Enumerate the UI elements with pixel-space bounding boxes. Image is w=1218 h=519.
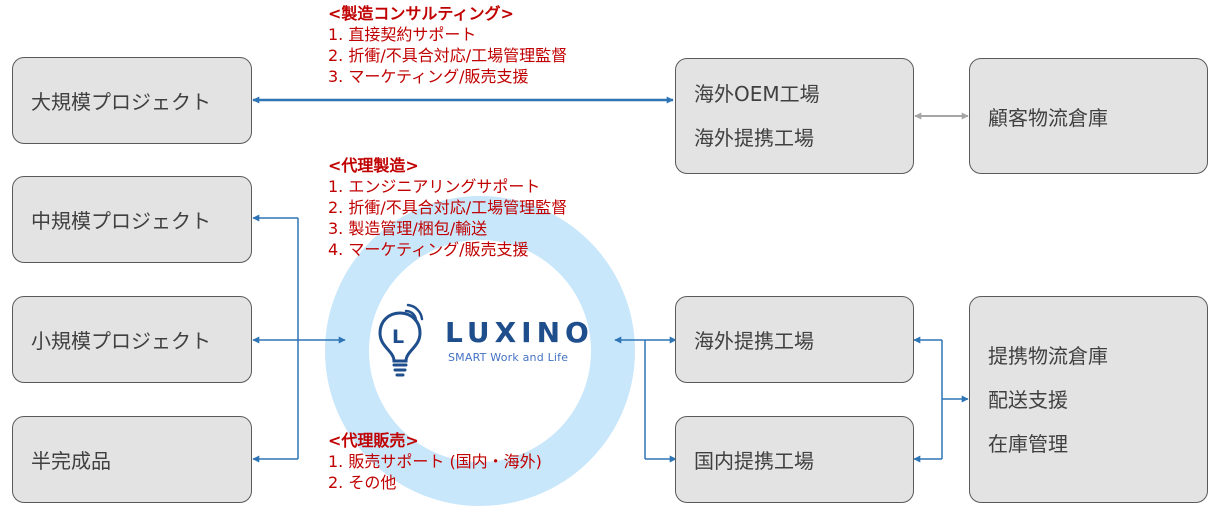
consulting-title: <製造コンサルティング> [328, 4, 514, 23]
medium-project-label: 中規模プロジェクト [31, 209, 211, 233]
luxino-logo: L LUXINO SMART Work and Life [372, 303, 589, 381]
overseas-oem-box: 海外OEM工場 海外提携工場 [675, 58, 914, 174]
small-project-box: 小規模プロジェクト [12, 296, 252, 383]
partner-warehouse-label: 提携物流倉庫 [988, 343, 1108, 368]
lightbulb-icon: L [378, 303, 424, 377]
consulting-item: 2. 折衝/不具合対応/工場管理監督 [328, 46, 568, 65]
luxino-to-client-connector [252, 214, 346, 463]
manufacturing-item: 3. 製造管理/梱包/輸送 [328, 219, 488, 238]
luxino-to-factory-connector [614, 336, 677, 463]
manufacturing-item: 2. 折衝/不具合対応/工場管理監督 [328, 198, 568, 217]
manufacturing-title: <代理製造> [328, 156, 419, 175]
manufacturing-item: 1. エンジニアリングサポート [328, 177, 541, 196]
consulting-list: 1. 直接契約サポート 2. 折衝/不具合対応/工場管理監督 3. マーケティン… [328, 24, 567, 87]
manufacturing-item: 4. マーケティング/販売支援 [328, 240, 529, 259]
overseas-partner-label: 海外提携工場 [694, 329, 814, 353]
overseas-oem-label: 海外OEM工場 [694, 82, 820, 106]
consulting-service-text: <製造コンサルティング> 1. 直接契約サポート 2. 折衝/不具合対応/工場管… [328, 3, 567, 87]
sales-agency-list: 1. 販売サポート (国内・海外) 2. その他 [328, 451, 542, 493]
logo-icon-letter: L [392, 326, 404, 348]
medium-project-box: 中規模プロジェクト [12, 176, 252, 263]
customer-warehouse-label: 顧客物流倉庫 [988, 105, 1108, 130]
consulting-item: 1. 直接契約サポート [328, 25, 477, 44]
manufacturing-service-text: <代理製造> 1. エンジニアリングサポート 2. 折衝/不具合対応/工場管理監… [328, 155, 567, 260]
delivery-support-label: 配送支援 [988, 387, 1068, 412]
large-project-label: 大規模プロジェクト [31, 90, 211, 114]
overseas-partner-box: 海外提携工場 [675, 296, 914, 383]
logo-wordmark: LUXINO [445, 316, 594, 349]
sales-agency-service-text: <代理販売> 1. 販売サポート (国内・海外) 2. その他 [328, 430, 542, 493]
semi-finished-label: 半完成品 [31, 449, 111, 473]
large-project-box: 大規模プロジェクト [12, 57, 252, 144]
sales-agency-item: 1. 販売サポート (国内・海外) [328, 452, 542, 471]
manufacturing-list: 1. エンジニアリングサポート 2. 折衝/不具合対応/工場管理監督 3. 製造… [328, 176, 567, 260]
semi-finished-box: 半完成品 [12, 416, 252, 503]
factory-to-logistics-connector [913, 336, 969, 463]
overseas-partner-label-top: 海外提携工場 [694, 126, 814, 150]
customer-warehouse-box: 顧客物流倉庫 [969, 58, 1208, 174]
consulting-item: 3. マーケティング/販売支援 [328, 67, 529, 86]
inventory-management-label: 在庫管理 [988, 431, 1068, 456]
small-project-label: 小規模プロジェクト [31, 329, 211, 353]
domestic-partner-label: 国内提携工場 [694, 449, 814, 473]
sales-agency-title: <代理販売> [328, 431, 419, 450]
sales-agency-item: 2. その他 [328, 473, 397, 492]
logistics-box: 提携物流倉庫 配送支援 在庫管理 [969, 296, 1208, 503]
logo-tagline: SMART Work and Life [448, 351, 569, 364]
domestic-partner-box: 国内提携工場 [675, 416, 914, 503]
